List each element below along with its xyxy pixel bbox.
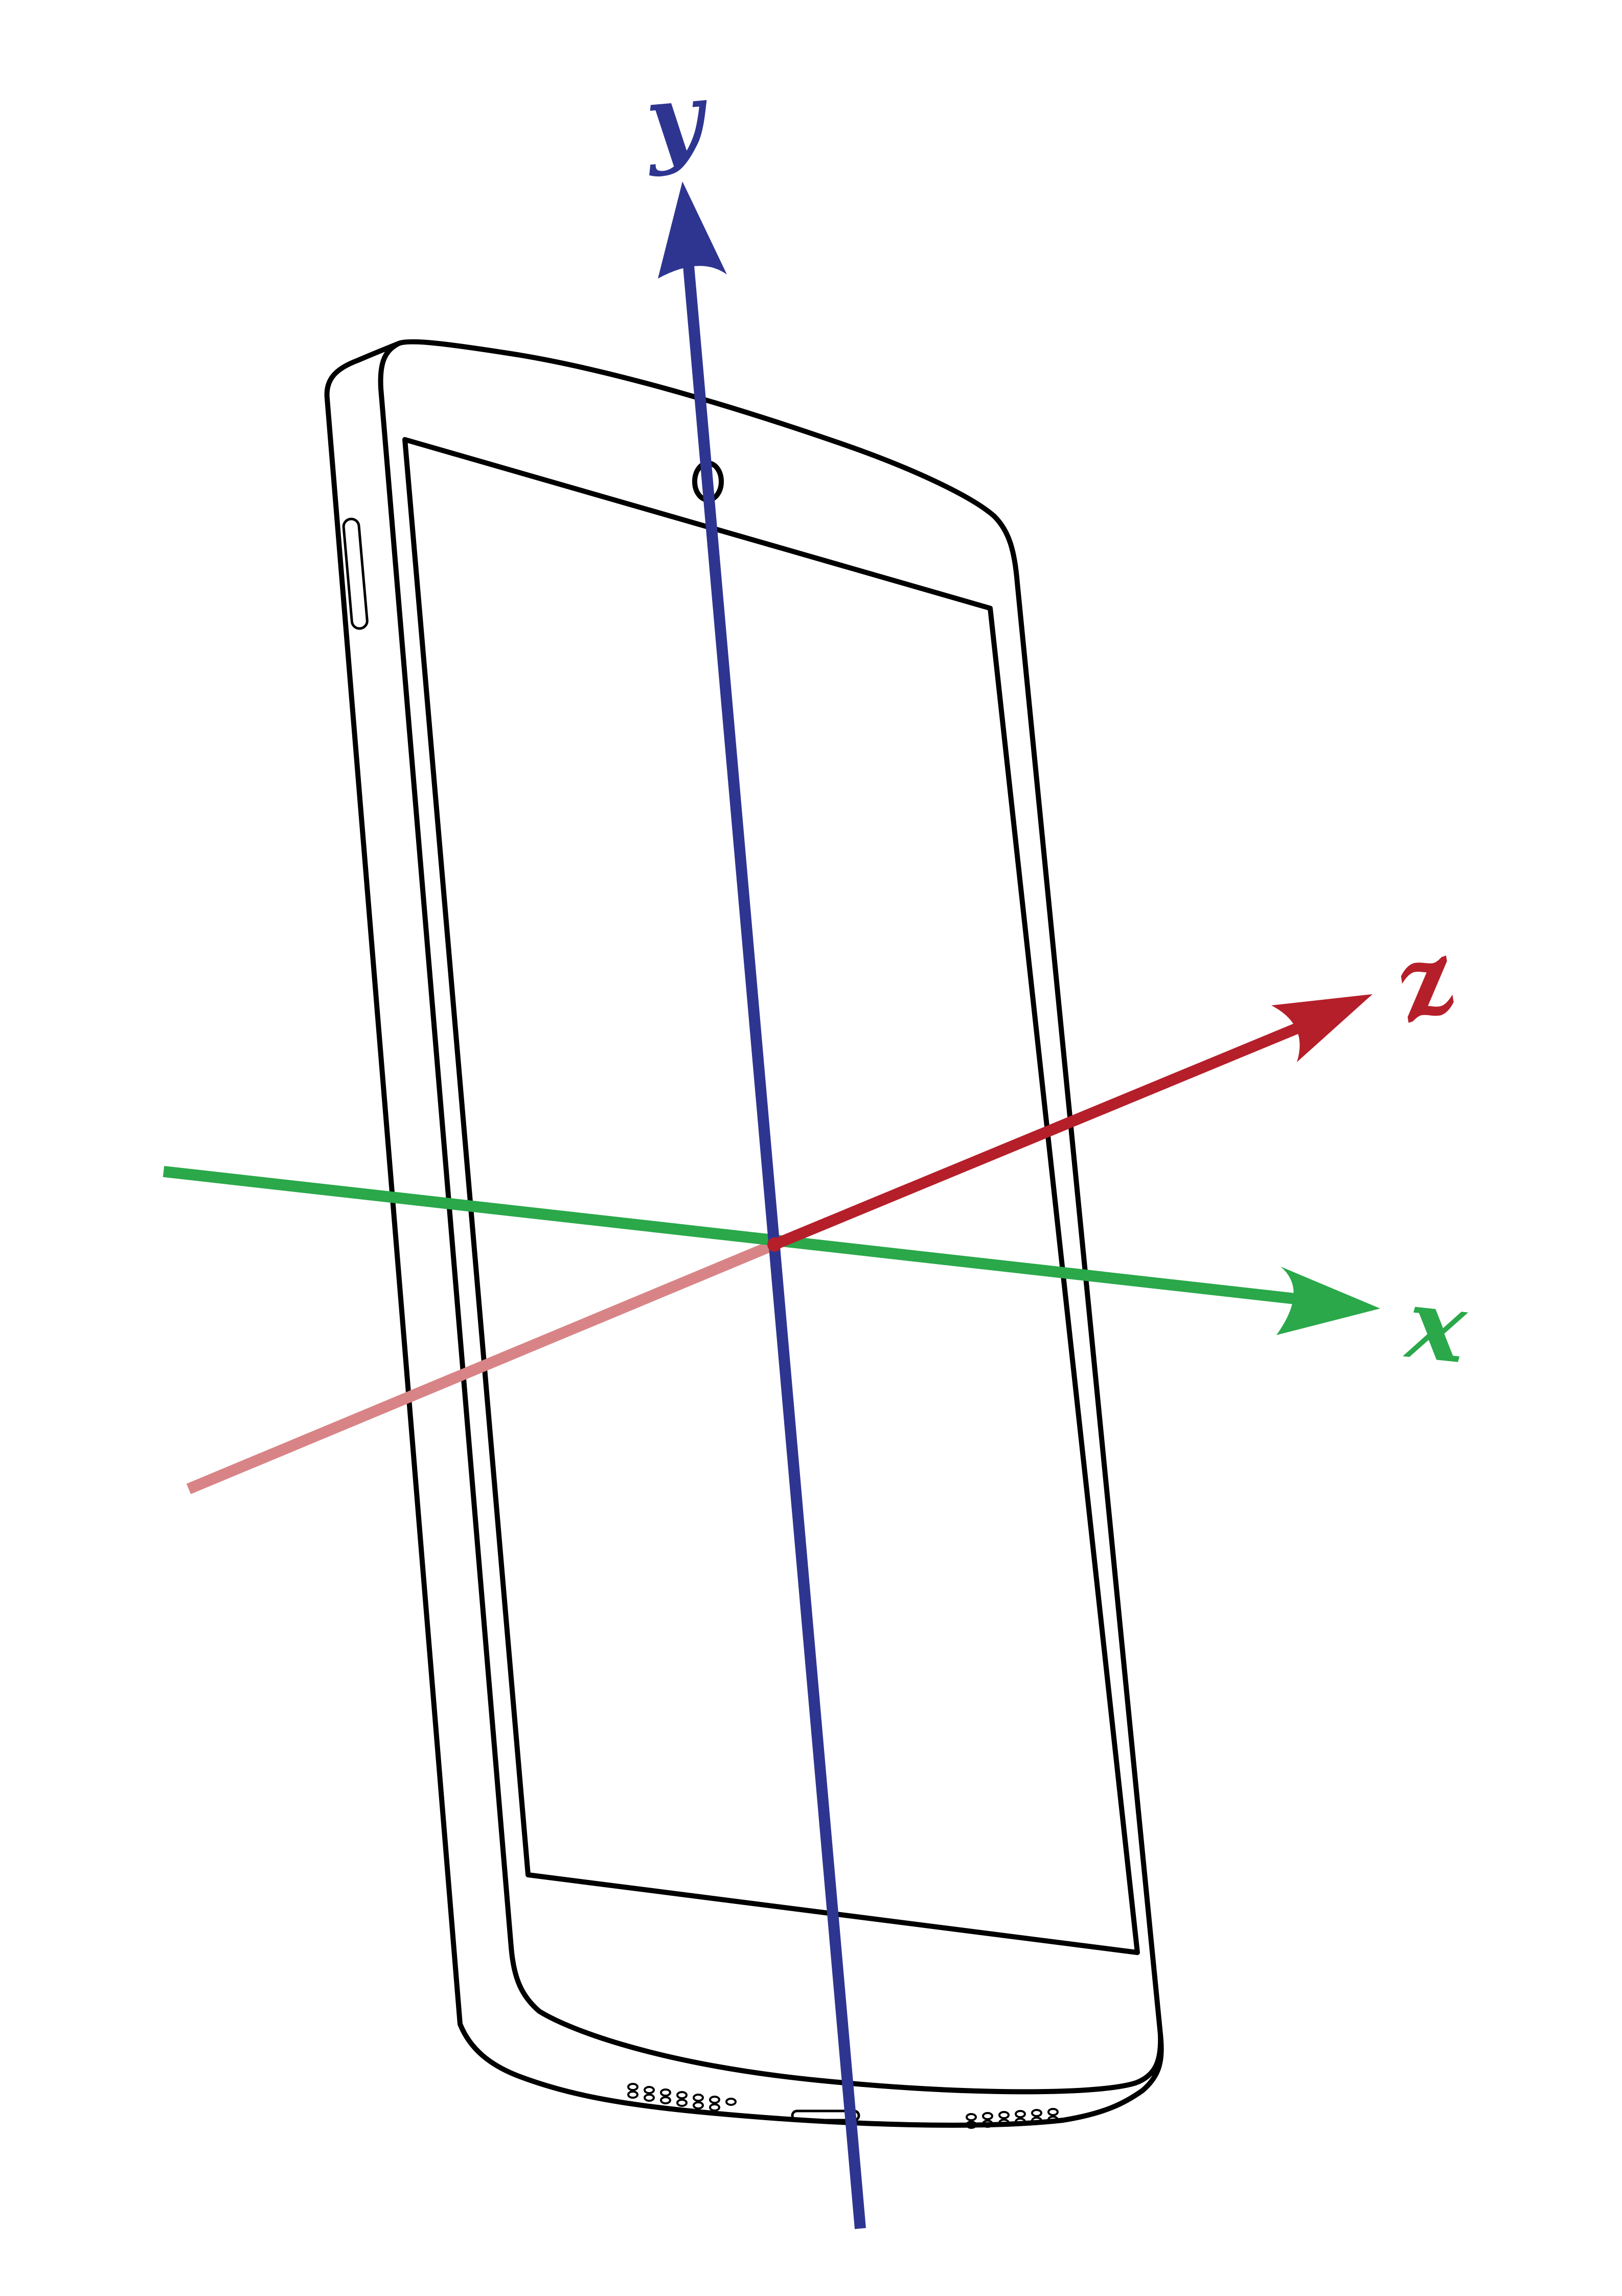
x-axis [163, 1166, 1380, 1335]
y-axis-label: y [639, 60, 714, 179]
z-axis-line [772, 1012, 1327, 1250]
x-axis-line [163, 1166, 1310, 1306]
y-axis-arrowhead [658, 181, 727, 279]
z-axis-label: z [1377, 917, 1471, 1045]
y-axis [658, 181, 866, 2229]
z-axis-negative [186, 1239, 777, 1495]
x-axis-label: x [1400, 1266, 1473, 1385]
phone-side-rim [378, 341, 1163, 2095]
charging-port [791, 2109, 860, 2122]
phone-screen [402, 437, 1140, 1955]
origin-point [767, 1237, 782, 1252]
side-button [342, 517, 369, 630]
z-axis [772, 994, 1373, 1250]
x-axis-arrowhead [1276, 1267, 1380, 1335]
speaker-grille-right [966, 2108, 1059, 2129]
speaker-grille-left [627, 2083, 737, 2111]
z-axis-arrowhead [1271, 994, 1373, 1062]
